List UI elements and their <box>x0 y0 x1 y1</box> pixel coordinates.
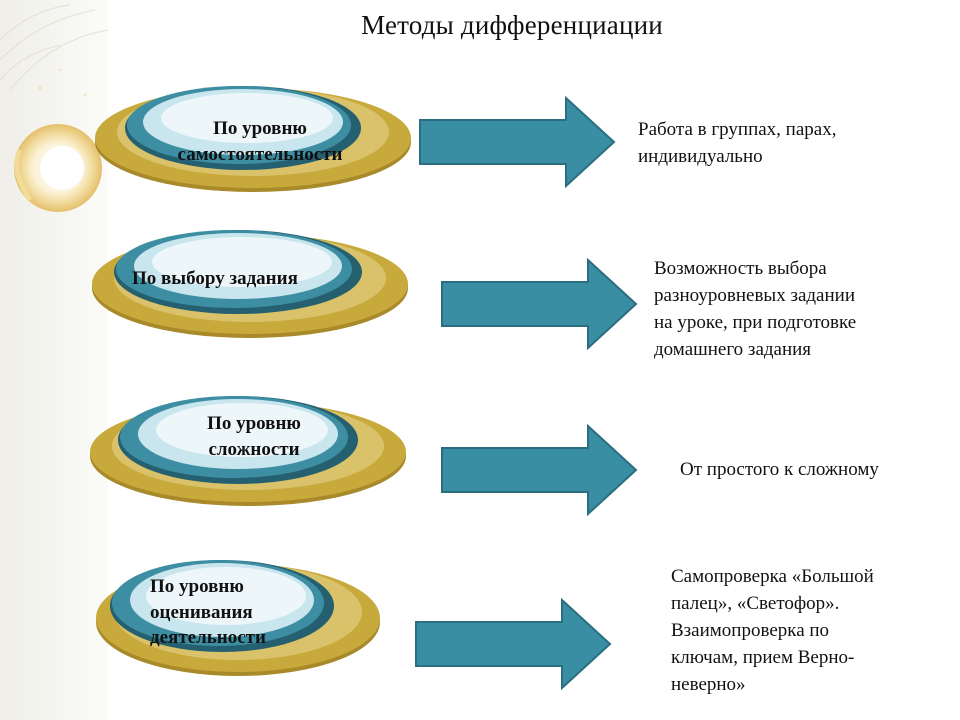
result-text-2: Возможность выбора разноуровневых задани… <box>654 258 857 360</box>
result-text-1: Работа в группах, парах, индивидуально <box>638 119 837 167</box>
method-label-1: По уровню самостоятельности <box>177 118 343 165</box>
method-label-2: По выбору задания <box>132 268 298 289</box>
arrow-3 <box>441 424 638 516</box>
method-disc-1 <box>95 86 411 192</box>
ornament-top <box>0 4 109 91</box>
background-decoration <box>0 0 109 720</box>
method-disc-4 <box>96 560 380 676</box>
result-text-3: От простого к сложному <box>680 459 879 480</box>
arrow-2 <box>441 258 638 350</box>
method-label-3: По уровню сложности <box>207 413 301 460</box>
result-text-4: Самопроверка «Большой палец», «Светофор»… <box>671 566 874 695</box>
method-disc-2 <box>92 230 408 338</box>
method-label-4: По уровню оценивания деятельности <box>150 576 266 649</box>
sparkle-decoration <box>38 68 87 97</box>
arrow-4 <box>415 598 612 690</box>
arrow-1 <box>419 96 616 188</box>
gold-ring-decoration <box>14 124 102 212</box>
method-disc-3 <box>90 396 406 506</box>
page-title: Методы дифференциации <box>361 10 663 40</box>
